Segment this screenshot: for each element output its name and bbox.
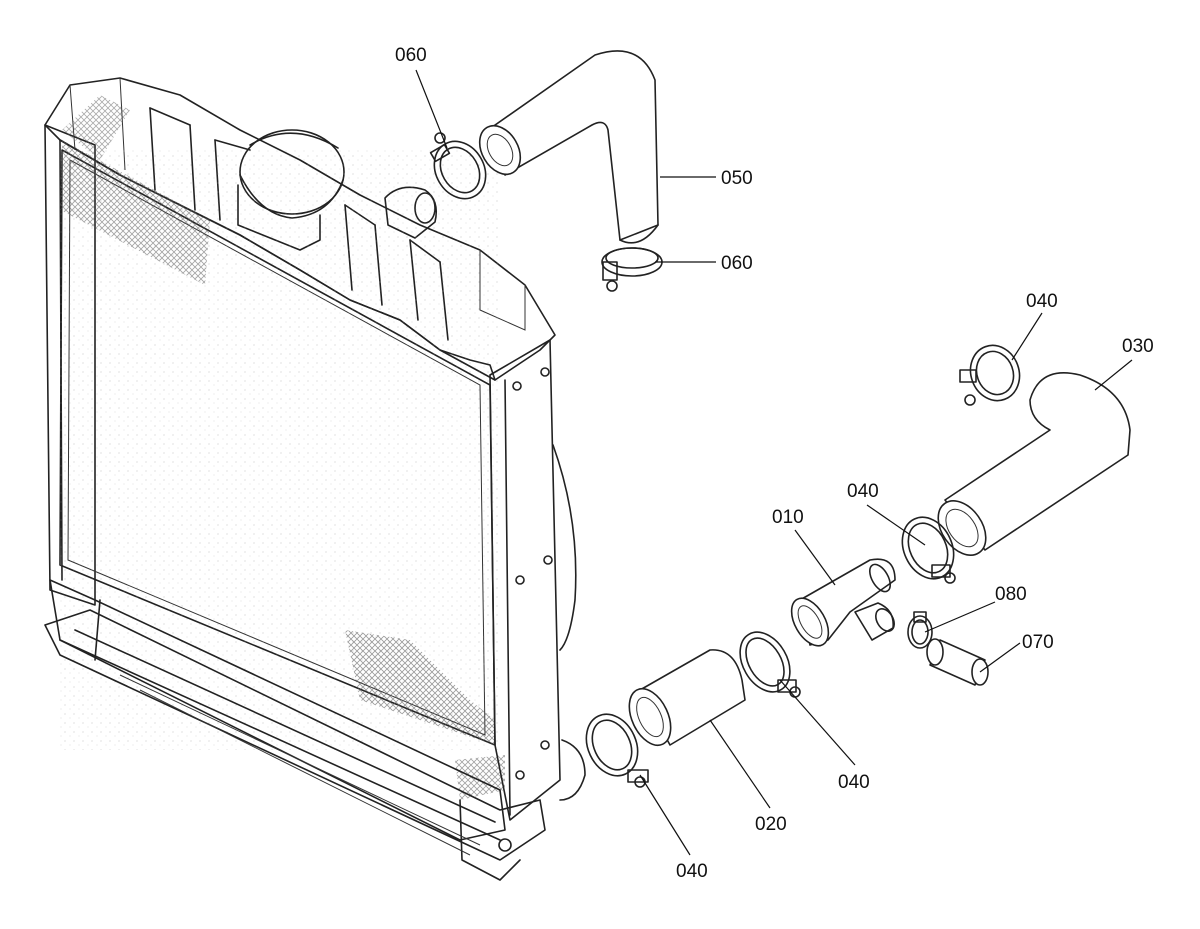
hose-020 xyxy=(628,649,746,747)
clamp-040-mid xyxy=(901,516,956,584)
upper-hose-050 xyxy=(478,50,659,244)
leader-lines xyxy=(415,69,1133,856)
clamp-080 xyxy=(907,611,933,649)
label-040-lower-right: 040 xyxy=(838,772,870,793)
hose-030 xyxy=(937,371,1131,556)
label-080: 080 xyxy=(995,584,1027,605)
label-060-right: 060 xyxy=(721,253,753,274)
label-040-mid: 040 xyxy=(847,481,879,502)
label-040-bottom: 040 xyxy=(676,861,708,882)
pipe-010 xyxy=(790,558,896,647)
label-050: 050 xyxy=(721,168,753,189)
radiator xyxy=(44,77,586,881)
label-040-top: 040 xyxy=(1026,291,1058,312)
clamp-040-top xyxy=(959,344,1021,406)
label-060-top: 060 xyxy=(395,45,427,66)
label-030: 030 xyxy=(1122,336,1154,357)
clamp-040-lower-right xyxy=(739,631,801,698)
clamp-060-right xyxy=(601,247,663,292)
label-010: 010 xyxy=(772,507,804,528)
hose-070 xyxy=(926,638,989,686)
label-070: 070 xyxy=(1022,632,1054,653)
label-020: 020 xyxy=(755,814,787,835)
